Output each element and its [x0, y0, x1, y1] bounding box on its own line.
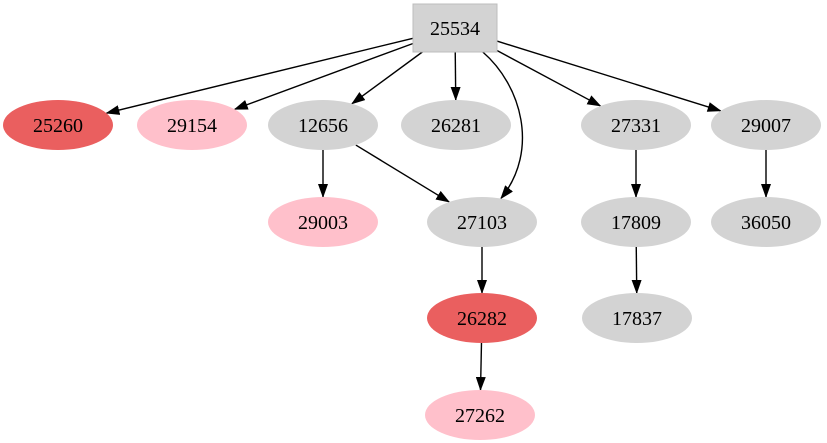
- node-shape: [427, 293, 537, 343]
- node-label: 25260: [33, 115, 83, 137]
- node-shape: [581, 197, 691, 247]
- node-shape: [401, 100, 511, 150]
- node-17809: 17809: [581, 197, 691, 247]
- edge-25534-12656: [351, 51, 423, 105]
- node-label: 29154: [167, 115, 217, 137]
- node-shape: [268, 197, 378, 247]
- node-25534: 25534: [412, 3, 498, 53]
- edges-layer: [105, 37, 771, 392]
- node-shape: [412, 3, 498, 53]
- node-label: 17809: [611, 212, 661, 234]
- node-label: 29003: [298, 212, 348, 234]
- node-29003: 29003: [268, 197, 378, 247]
- node-shape: [711, 197, 821, 247]
- edge-26282-27262: [475, 342, 486, 392]
- nodes-layer: 25534 25260 29154 12656 26281 27331 29007 29003…: [3, 3, 821, 440]
- node-label: 26282: [457, 308, 507, 330]
- edge-25534-29154: [233, 42, 414, 110]
- node-label: 26281: [431, 115, 481, 137]
- node-25260: 25260: [3, 100, 113, 150]
- node-label: 27331: [611, 115, 661, 137]
- node-shape: [582, 293, 692, 343]
- edge-25534-27331: [496, 49, 602, 107]
- node-label: 27103: [457, 212, 507, 234]
- node-29154: 29154: [137, 100, 247, 150]
- node-12656: 12656: [268, 100, 378, 150]
- node-label: 12656: [298, 115, 348, 137]
- node-36050: 36050: [711, 197, 821, 247]
- node-shape: [268, 100, 378, 150]
- node-27331: 27331: [581, 100, 691, 150]
- node-shape: [3, 100, 113, 150]
- node-27103: 27103: [427, 197, 537, 247]
- node-label: 27262: [455, 405, 505, 427]
- node-26281: 26281: [401, 100, 511, 150]
- node-29007: 29007: [711, 100, 821, 150]
- node-label: 36050: [741, 212, 791, 234]
- node-label: 29007: [741, 115, 791, 137]
- edge-25534-29007: [496, 40, 722, 112]
- node-shape: [581, 100, 691, 150]
- edge-25534-27103: [482, 51, 524, 200]
- node-shape: [711, 100, 821, 150]
- node-shape: [425, 390, 535, 440]
- node-shape: [137, 100, 247, 150]
- node-27262: 27262: [425, 390, 535, 440]
- edge-12656-27103: [355, 144, 450, 203]
- edge-25534-25260: [105, 37, 414, 115]
- node-26282: 26282: [427, 293, 537, 343]
- node-shape: [427, 197, 537, 247]
- node-label: 25534: [430, 18, 480, 40]
- node-label: 17837: [612, 308, 662, 330]
- node-17837: 17837: [582, 293, 692, 343]
